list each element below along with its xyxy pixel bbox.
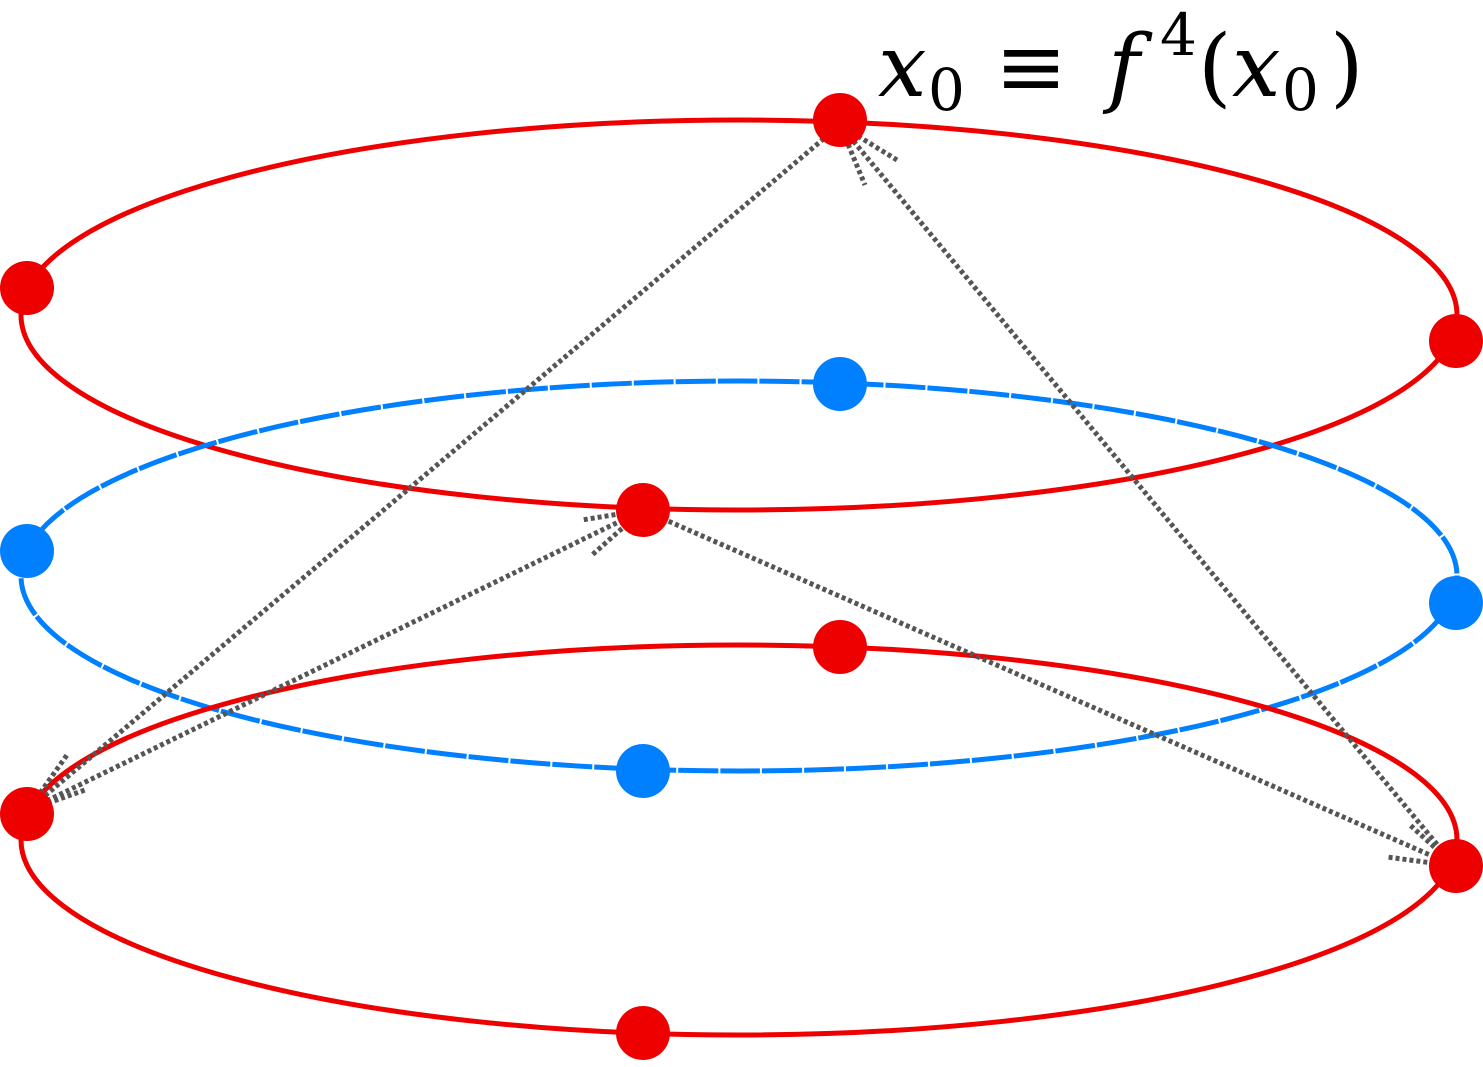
arrow-bottom-right-to-top	[838, 123, 1457, 868]
bottom-ring	[18, 642, 1460, 1038]
orbit-arrows	[25, 122, 1457, 869]
label-sup: 4	[1160, 1, 1197, 69]
label-arg: x	[1232, 17, 1281, 117]
label-equiv: ≡	[995, 17, 1067, 117]
point-bottom-left	[0, 787, 54, 841]
point-top-front	[616, 483, 670, 537]
label-close: )	[1330, 17, 1364, 117]
arrow-bottom-right-head-a	[1386, 854, 1456, 869]
top-ring-points	[0, 93, 1483, 537]
point-top-right	[1429, 314, 1483, 368]
label-sub: 0	[928, 56, 965, 124]
arrow-bottom-left-to-middle	[26, 507, 645, 813]
arrow-top-to-bottom-left	[26, 123, 842, 812]
point-x0	[813, 93, 867, 147]
point-bottom-right	[1429, 839, 1483, 893]
arrow-middle-head-b	[590, 508, 645, 557]
point-middle-right	[1429, 576, 1483, 630]
point-bottom-front	[616, 1006, 670, 1060]
label-open: (	[1198, 17, 1232, 117]
point-middle-front	[616, 744, 670, 798]
bottom-ring-points	[0, 620, 1483, 1060]
label-func: f	[1102, 17, 1153, 117]
point-middle-left	[0, 524, 54, 578]
middle-ring	[18, 378, 1460, 774]
point-top-left	[0, 261, 54, 315]
arrow-bottom-left-head-a	[25, 753, 70, 812]
label-arg-sub: 0	[1282, 56, 1319, 124]
point-middle-back	[813, 357, 867, 411]
middle-ring-points	[0, 357, 1483, 798]
fixed-point-label: x 0 ≡ f 4 ( x 0 )	[878, 1, 1364, 124]
top-ring	[18, 117, 1460, 513]
arrow-middle-to-bottom-right	[641, 507, 1457, 869]
point-bottom-back	[813, 620, 867, 674]
label-var: x	[878, 17, 927, 117]
